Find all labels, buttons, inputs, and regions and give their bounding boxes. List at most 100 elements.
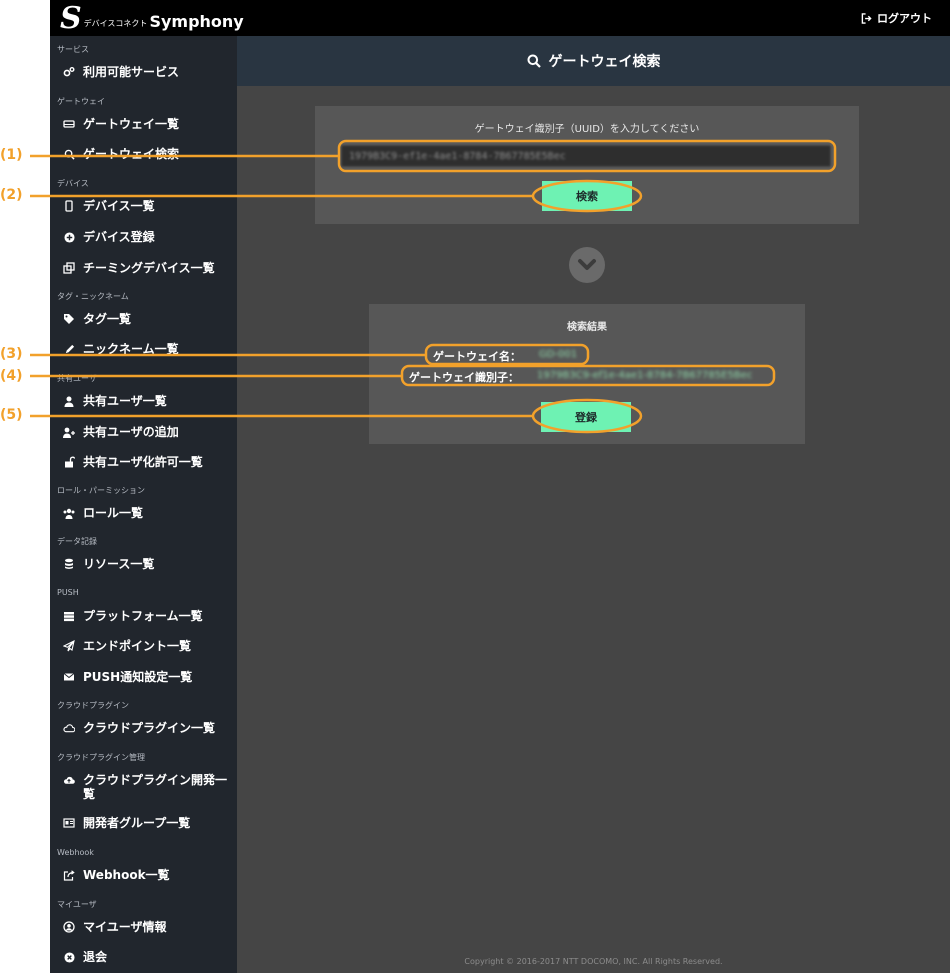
sidebar-item-label: チーミングデバイス一覧 xyxy=(83,261,215,275)
section-role: ロール・パーミッション xyxy=(57,486,145,495)
sidebar-item-label: ニックネーム一覧 xyxy=(83,342,179,356)
sidebar-item-shared-user-list[interactable]: 共有ユーザ一覧 xyxy=(63,394,233,408)
callout-label-1: (1) xyxy=(0,147,23,163)
callout-label-3: (3) xyxy=(0,346,23,362)
sidebar-item-label: 共有ユーザの追加 xyxy=(83,425,179,439)
logout-button[interactable]: ログアウト xyxy=(861,10,932,26)
sidebar-item-label: エンドポイント一覧 xyxy=(83,639,192,653)
result-title: 検索結果 xyxy=(567,322,607,333)
gears-icon xyxy=(63,65,75,79)
sidebar-item-withdraw[interactable]: 退会 xyxy=(63,950,233,964)
sidebar-item-my-user-info[interactable]: マイユーザ情報 xyxy=(63,920,233,934)
sidebar-item-label: 開発者グループ一覧 xyxy=(83,816,191,830)
sidebar-item-tag-list[interactable]: タグ一覧 xyxy=(63,312,233,326)
sidebar-item-label: デバイス登録 xyxy=(83,230,155,244)
logo[interactable]: S デバイスコネクト Symphony xyxy=(60,2,244,34)
sidebar: サービス 利用可能サービス ゲートウェイ ゲートウェイ一覧 ゲートウェイ検索 デ… xyxy=(50,36,237,973)
gateway-id-value: 1979B3C9-ef1e-4ae1-8784-7B67785E5Bec xyxy=(537,370,753,381)
top-bar: S デバイスコネクト Symphony ログアウト xyxy=(50,0,950,36)
section-shared: 共有ユーザ xyxy=(57,374,97,383)
sidebar-item-webhook-list[interactable]: Webhook一覧 xyxy=(63,868,233,882)
sidebar-item-endpoint-list[interactable]: エンドポイント一覧 xyxy=(63,639,233,653)
sidebar-item-label: 共有ユーザ一覧 xyxy=(83,394,167,408)
gateway-name-value: GD-001 xyxy=(539,349,578,360)
sidebar-item-label: ゲートウェイ一覧 xyxy=(83,117,180,131)
search-result-panel: 検索結果 ゲートウェイ名： GD-001 ゲートウェイ識別子： 1979B3C9… xyxy=(369,304,805,444)
copyright: Copyright © 2016-2017 NTT DOCOMO, INC. A… xyxy=(464,957,723,966)
section-myuser: マイユーザ xyxy=(57,900,97,909)
logo-small-text: デバイスコネクト xyxy=(83,19,148,28)
user-circle-icon xyxy=(63,920,75,934)
search-icon xyxy=(63,147,75,161)
sidebar-item-label: クラウドプラグイン開発一覧 xyxy=(83,773,228,801)
user-icon xyxy=(63,394,75,408)
cloud-icon xyxy=(63,721,75,735)
unlock-icon xyxy=(63,455,75,469)
sidebar-item-label: デバイス一覧 xyxy=(83,199,155,213)
sidebar-item-developer-group-list[interactable]: 開発者グループ一覧 xyxy=(63,816,233,830)
sidebar-item-label: 退会 xyxy=(83,950,108,964)
users-icon xyxy=(63,506,75,520)
section-tag: タグ・ニックネーム xyxy=(57,292,129,301)
gateway-id-label: ゲートウェイ識別子： xyxy=(409,371,519,384)
sidebar-item-add-shared-user[interactable]: 共有ユーザの追加 xyxy=(63,425,233,439)
uuid-input[interactable] xyxy=(340,144,832,168)
gateway-name-label: ゲートウェイ名： xyxy=(433,350,521,363)
hdd-icon xyxy=(63,117,75,131)
sidebar-item-role-list[interactable]: ロール一覧 xyxy=(63,506,233,520)
clone-icon xyxy=(63,261,75,275)
section-data: データ記録 xyxy=(57,537,97,546)
sidebar-item-device-register[interactable]: デバイス登録 xyxy=(63,230,233,244)
callout-label-2: (2) xyxy=(0,187,23,203)
plus-circle-icon xyxy=(63,230,75,244)
section-webhook: Webhook xyxy=(57,848,94,857)
share-square-icon xyxy=(63,868,75,882)
section-gateway: ゲートウェイ xyxy=(57,97,105,106)
sidebar-item-label: 利用可能サービス xyxy=(83,65,180,79)
sidebar-item-label: マイユーザ情報 xyxy=(83,920,167,934)
uuid-search-panel: ゲートウェイ識別子（UUID）を入力してください 検索 xyxy=(315,106,859,224)
section-cloud-admin: クラウドプラグイン管理 xyxy=(57,753,145,762)
section-service: サービス xyxy=(57,45,89,54)
register-button[interactable]: 登録 xyxy=(541,402,631,432)
app-window: S デバイスコネクト Symphony ログアウト サービス 利用可能サービス … xyxy=(50,0,950,973)
user-plus-icon xyxy=(63,425,75,439)
callout-label-4: (4) xyxy=(0,368,23,384)
sidebar-item-label: リソース一覧 xyxy=(83,557,155,571)
sidebar-item-shared-permit-list[interactable]: 共有ユーザ化許可一覧 xyxy=(63,455,233,469)
sidebar-item-device-list[interactable]: デバイス一覧 xyxy=(63,199,233,213)
logo-brand-text: Symphony xyxy=(149,12,244,31)
section-push: PUSH xyxy=(57,588,79,597)
cloud-upload-icon xyxy=(63,773,75,787)
server-icon xyxy=(63,609,75,623)
sidebar-item-cloud-plugin-dev-list[interactable]: クラウドプラグイン開発一覧 xyxy=(63,773,233,801)
sidebar-item-available-services[interactable]: 利用可能サービス xyxy=(63,65,233,79)
section-cloud: クラウドプラグイン xyxy=(57,701,129,710)
sidebar-item-cloud-plugin-list[interactable]: クラウドプラグイン一覧 xyxy=(63,721,233,735)
sidebar-item-label: 共有ユーザ化許可一覧 xyxy=(83,455,203,469)
sidebar-item-gateway-list[interactable]: ゲートウェイ一覧 xyxy=(63,117,233,131)
envelope-icon xyxy=(63,670,75,684)
sidebar-item-platform-list[interactable]: プラットフォーム一覧 xyxy=(63,609,233,623)
page-title: ゲートウェイ検索 xyxy=(548,54,661,70)
times-circle-icon xyxy=(63,950,75,964)
search-button[interactable]: 検索 xyxy=(542,181,632,211)
sidebar-item-resource-list[interactable]: リソース一覧 xyxy=(63,557,233,571)
sidebar-item-teaming-device-list[interactable]: チーミングデバイス一覧 xyxy=(63,261,233,275)
page-header: ゲートウェイ検索 xyxy=(237,36,950,86)
sidebar-item-label: プラットフォーム一覧 xyxy=(83,609,203,623)
logout-icon xyxy=(861,12,872,24)
sidebar-item-nickname-list[interactable]: ニックネーム一覧 xyxy=(63,342,233,356)
pencil-icon xyxy=(63,342,75,356)
sidebar-item-gateway-search[interactable]: ゲートウェイ検索 xyxy=(63,147,233,161)
sidebar-item-label: ロール一覧 xyxy=(83,506,144,520)
search-icon xyxy=(527,54,541,68)
sidebar-item-label: Webhook一覧 xyxy=(83,868,170,882)
sidebar-item-label: PUSH通知設定一覧 xyxy=(83,670,193,684)
sidebar-item-label: クラウドプラグイン一覧 xyxy=(83,721,216,735)
mobile-icon xyxy=(63,199,75,213)
sidebar-item-label: タグ一覧 xyxy=(83,312,132,326)
logo-s-mark: S xyxy=(60,1,82,36)
paper-plane-icon xyxy=(63,639,75,653)
sidebar-item-push-settings-list[interactable]: PUSH通知設定一覧 xyxy=(63,670,233,684)
